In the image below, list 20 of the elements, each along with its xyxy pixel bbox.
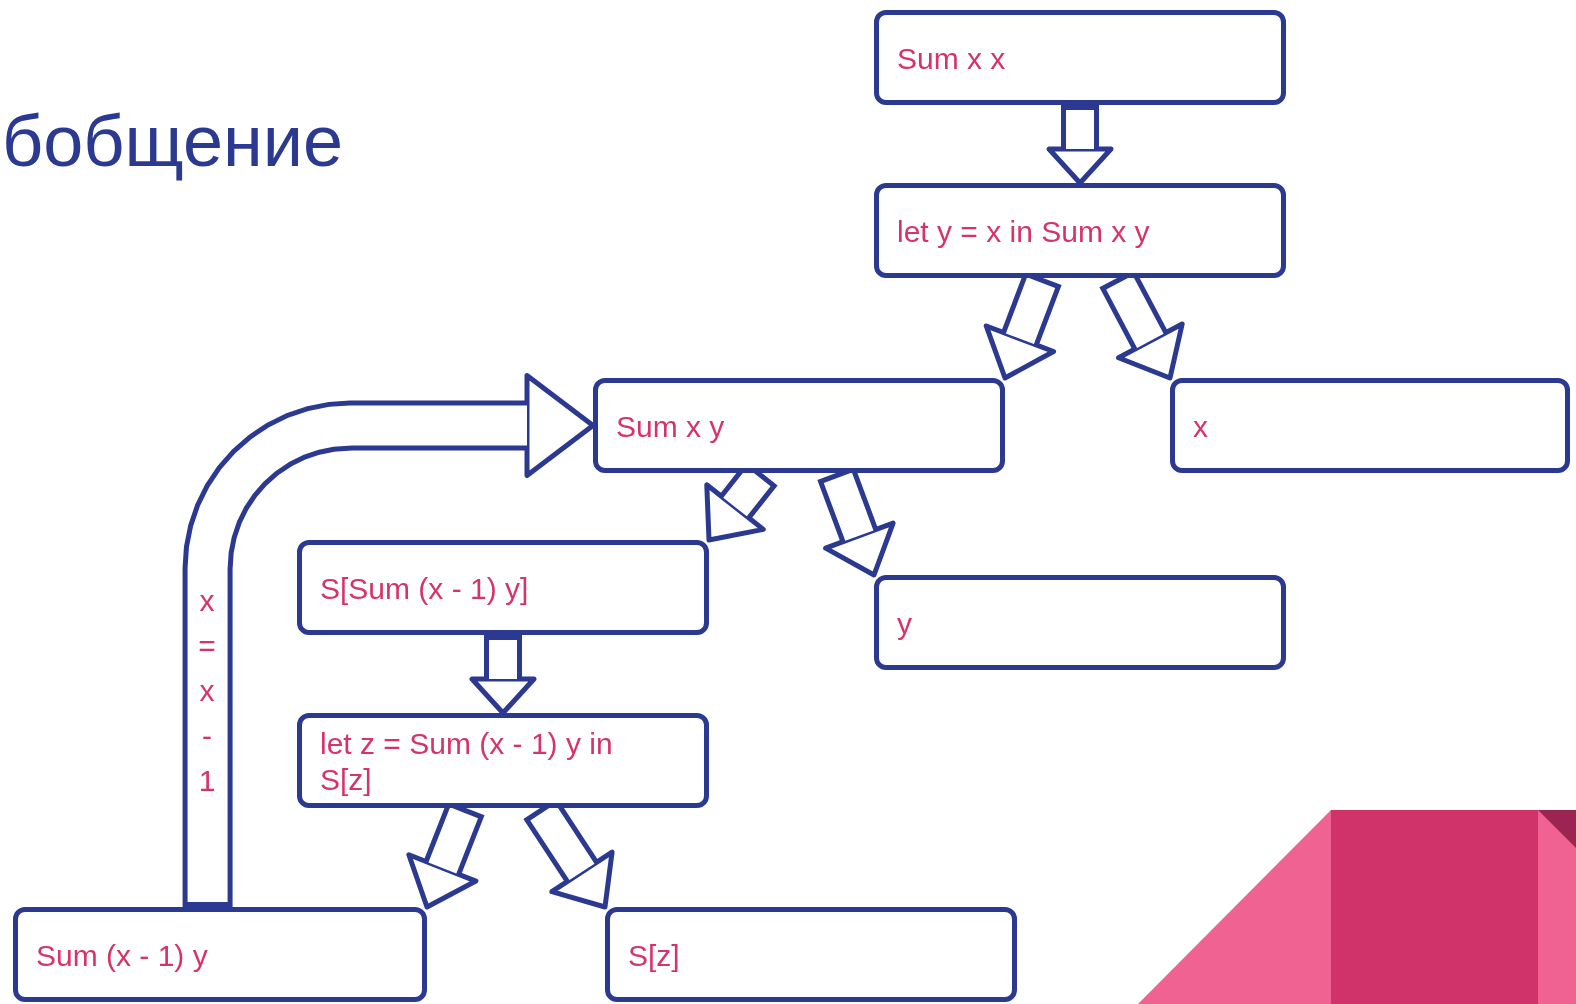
box-text: S[z] (628, 938, 681, 974)
process-box (1170, 378, 1570, 473)
box-text: Sum (x - 1) y (36, 938, 209, 974)
process-box (874, 575, 1286, 670)
process-box (297, 713, 709, 808)
process-box (874, 10, 1286, 105)
slide-title: бобщение (2, 100, 343, 182)
box-text: Sum x x (897, 41, 1007, 77)
process-box (874, 183, 1286, 278)
box-text: Sum x y (616, 409, 726, 445)
process-box (593, 378, 1005, 473)
process-box (13, 907, 427, 1002)
box-text: x (1193, 409, 1209, 445)
process-box (297, 540, 709, 635)
box-text: S[Sum (x - 1) y] (320, 571, 530, 607)
edge-label: x = x - 1 (197, 583, 217, 799)
process-box (605, 907, 1017, 1002)
box-text: y (897, 606, 913, 642)
box-text: let z = Sum (x - 1) y in S[z] (320, 726, 614, 798)
box-text: let y = x in Sum x y (897, 214, 1151, 250)
